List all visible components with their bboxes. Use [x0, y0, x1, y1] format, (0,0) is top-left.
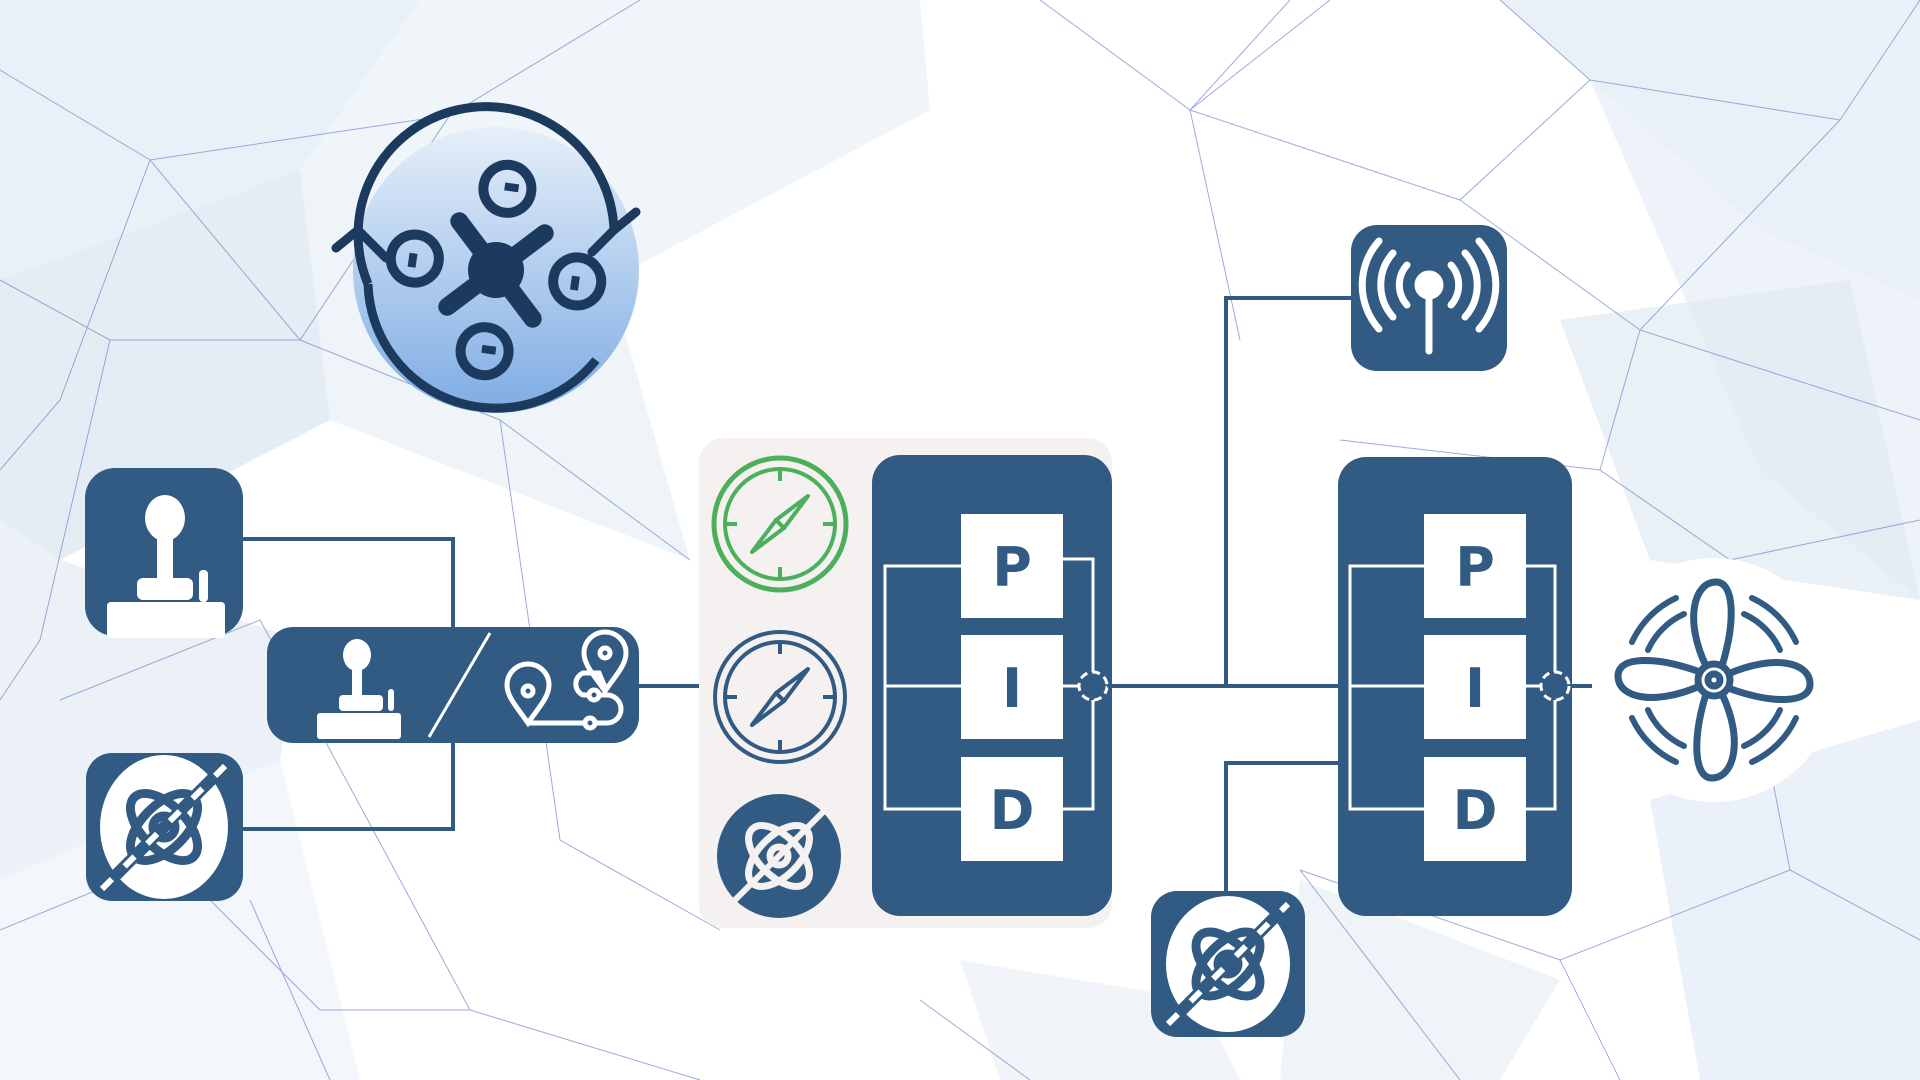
setpoint-compass-icon[interactable]: [711, 455, 849, 593]
mode-selector-box[interactable]: [267, 627, 639, 751]
pid-letter: I: [1002, 657, 1022, 720]
pid-letter: P: [992, 536, 1032, 599]
pid-term-i: I: [1424, 635, 1526, 739]
antenna-box[interactable]: [1351, 225, 1507, 371]
antenna-link-line: [1224, 296, 1351, 686]
joystick-input-box[interactable]: [85, 468, 243, 638]
rate-pid-controller[interactable]: P I D: [1338, 457, 1572, 916]
imu-sensor-icon[interactable]: [717, 793, 842, 918]
mode-divider-slash: [427, 632, 492, 738]
pid-term-p: P: [961, 514, 1063, 618]
pid-term-p: P: [1424, 514, 1526, 618]
joystick-icon: [317, 639, 401, 739]
imu-to-pid2-line: [1224, 761, 1338, 891]
joystick-icon: [107, 495, 225, 638]
pid-term-d: D: [961, 757, 1063, 861]
pid-letter: P: [1455, 536, 1495, 599]
pid-letter: D: [990, 779, 1035, 842]
imu-feedback-box[interactable]: [1151, 891, 1305, 1037]
imu-sensor-icon: [1163, 896, 1293, 1032]
imu-sensor-icon: [97, 755, 231, 899]
joystick-to-mode-line: [242, 537, 455, 627]
drone-rotation-icon: [331, 102, 641, 413]
attitude-pid-controller[interactable]: P I D: [872, 455, 1112, 916]
antenna-signal-icon: [1358, 237, 1500, 355]
imu-to-mode-line: [242, 743, 455, 831]
propeller-fan-icon[interactable]: [1592, 558, 1836, 802]
measured-compass-icon[interactable]: [713, 630, 847, 764]
sensor-panel: P I D: [699, 438, 1112, 928]
summing-junction: [1539, 670, 1571, 702]
pid-term-d: D: [1424, 757, 1526, 861]
imu-input-box[interactable]: [86, 753, 243, 901]
pid-letter: I: [1465, 657, 1485, 720]
route-waypoints-icon: [504, 629, 629, 731]
pid-term-i: I: [961, 635, 1063, 739]
pid-letter: D: [1453, 779, 1498, 842]
